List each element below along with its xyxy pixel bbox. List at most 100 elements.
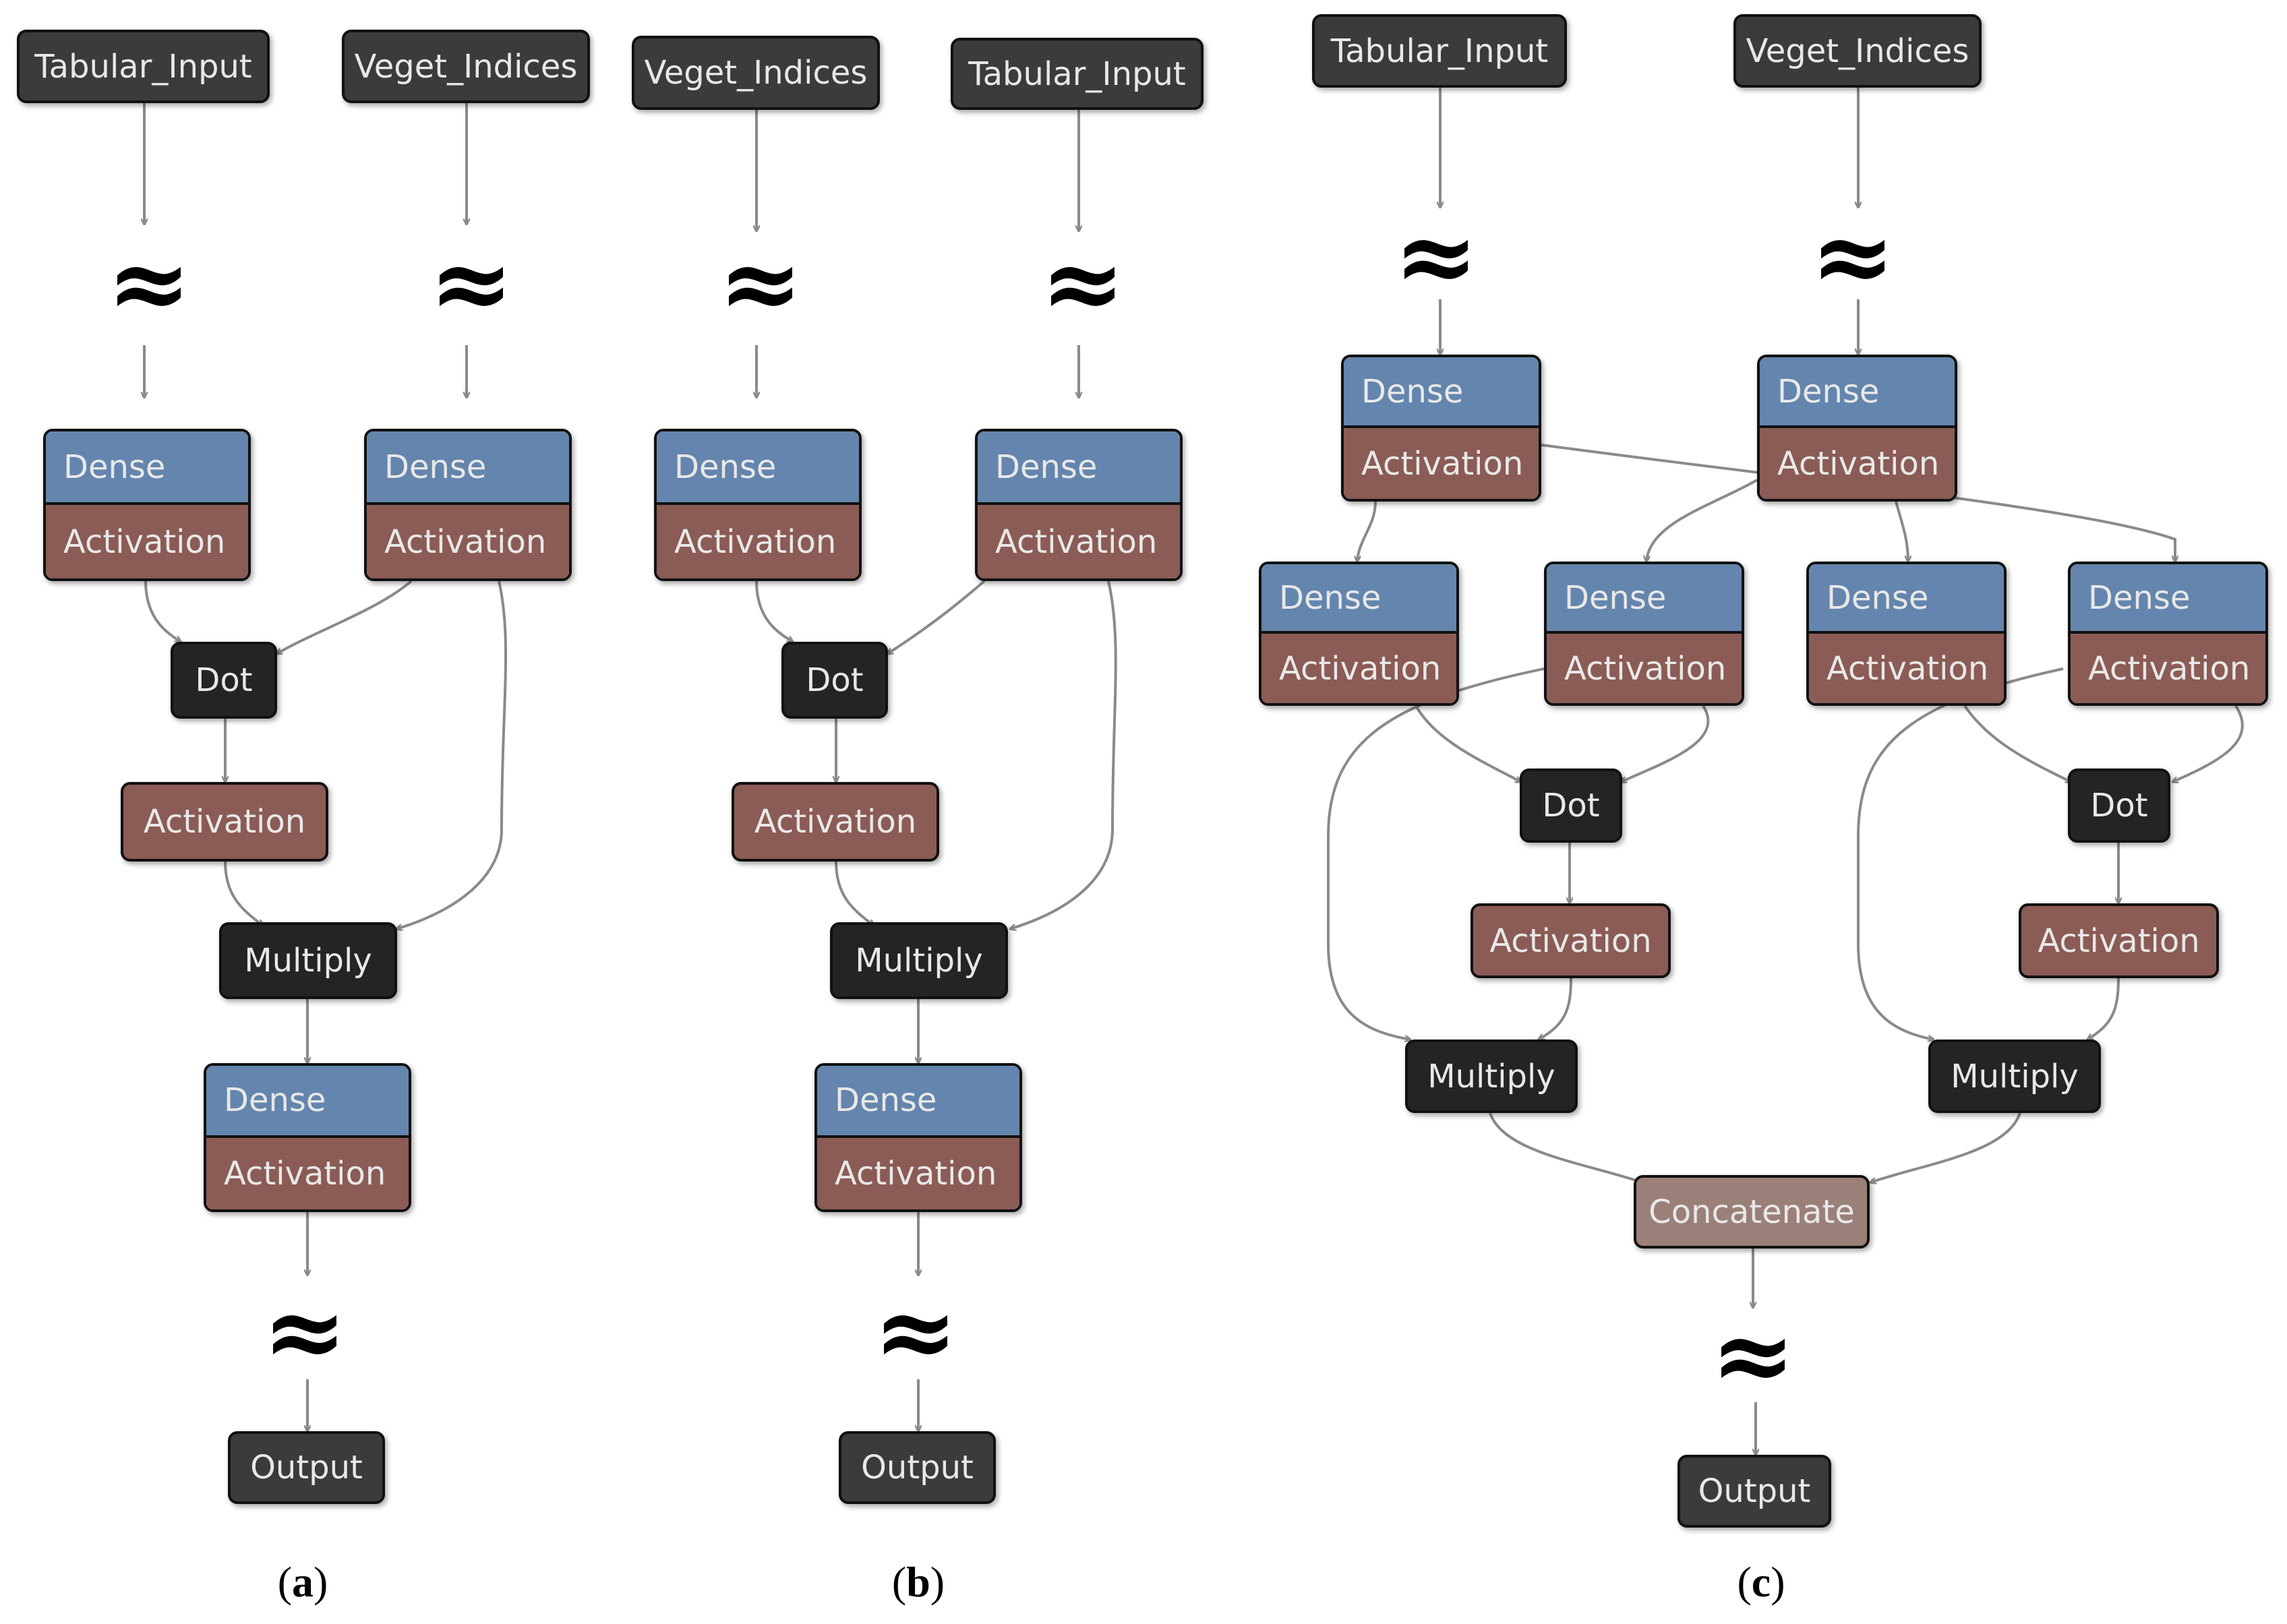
c-veget-indices-label: Veget_Indices (1746, 32, 1969, 70)
b-tabular-input-node: Tabular_Input (951, 38, 1204, 110)
c-concatenate-label: Concatenate (1649, 1193, 1855, 1231)
c-dense-layer-4: Dense Activation (1544, 562, 1744, 706)
c-dense-layer-2: Dense Activation (1757, 355, 1957, 502)
c-dense-label-2: Dense (1760, 357, 1955, 428)
a-dot-label: Dot (195, 661, 253, 699)
c-skip-symbol-2: ≈ (1810, 197, 1895, 315)
c-veget-indices-node: Veget_Indices (1733, 14, 1982, 88)
a-multiply-label: Multiply (244, 942, 372, 980)
c-dense-layer-1: Dense Activation (1341, 355, 1541, 502)
c-activation-label-6: Activation (2071, 634, 2265, 703)
b-veget-indices-node: Veget_Indices (632, 36, 880, 110)
edge-c-act2-dense5 (1895, 501, 1908, 562)
b-activation-node: Activation (732, 782, 939, 862)
a-activation-label-1: Activation (46, 505, 248, 578)
c-activation-node-2: Activation (2019, 903, 2219, 978)
edge-a-act-mul (224, 861, 263, 926)
b-output-label: Output (861, 1449, 974, 1486)
b-multiply-label: Multiply (855, 942, 983, 980)
a-dense-layer-3: Dense Activation (204, 1063, 411, 1212)
a-activation-label-2: Activation (367, 505, 569, 578)
c-activation-label-3: Activation (1261, 634, 1456, 703)
a-dense-layer-1: Dense Activation (43, 429, 251, 581)
a-tabular-input-label: Tabular_Input (34, 47, 252, 86)
a-activation-node-label: Activation (143, 803, 306, 841)
edge-a-act2-mul (396, 580, 508, 929)
a-skip-symbol-2: ≈ (429, 224, 514, 342)
edge-a-act1-dot (144, 580, 181, 642)
a-dot-node: Dot (171, 642, 277, 719)
b-skip-symbol-1: ≈ (718, 224, 803, 342)
edge-b-act-mul (835, 861, 874, 926)
edge-c-act-mul1 (1539, 978, 1572, 1040)
c-activation-label-1: Activation (1344, 428, 1539, 499)
c-dot-node-2: Dot (2068, 769, 2170, 843)
a-activation-label-3: Activation (206, 1137, 409, 1209)
a-skip-symbol-1: ≈ (107, 224, 191, 342)
b-dense-label-2: Dense (978, 431, 1180, 505)
c-activation-node-1: Activation (1471, 903, 1671, 978)
edge-b-act1-dot (755, 580, 793, 642)
c-output-label: Output (1698, 1472, 1811, 1510)
c-dense-label-4: Dense (1547, 564, 1742, 634)
edge-c-act3-dot1 (1415, 705, 1521, 782)
c-tabular-input-node: Tabular_Input (1312, 14, 1567, 88)
edge-c-act1-dense3 (1357, 501, 1377, 562)
c-multiply-node-1: Multiply (1405, 1040, 1578, 1113)
c-skip-symbol-1: ≈ (1394, 197, 1479, 315)
a-multiply-node: Multiply (219, 922, 397, 999)
b-dot-label: Dot (806, 661, 864, 699)
c-concatenate-node: Concatenate (1634, 1175, 1870, 1249)
c-dense-label-6: Dense (2071, 564, 2265, 634)
b-activation-label-3: Activation (817, 1137, 1019, 1209)
c-dense-layer-3: Dense Activation (1259, 562, 1459, 706)
c-dense-layer-5: Dense Activation (1806, 562, 2007, 706)
b-output-node: Output (839, 1431, 996, 1504)
caption-a: (a) (277, 1558, 328, 1606)
b-multiply-node: Multiply (830, 922, 1008, 999)
c-dot-node-1: Dot (1520, 769, 1622, 843)
a-veget-indices-node: Veget_Indices (342, 30, 590, 103)
c-activation-node-label-1: Activation (1489, 922, 1652, 960)
a-tabular-input-node: Tabular_Input (17, 30, 270, 103)
b-activation-label-2: Activation (978, 505, 1180, 578)
edge-a-act2-dot (276, 580, 413, 654)
c-multiply-label-2: Multiply (1951, 1057, 2079, 1095)
c-dot-label-1: Dot (1542, 787, 1600, 824)
a-dense-label-2: Dense (367, 431, 569, 505)
c-dense-label-3: Dense (1261, 564, 1456, 634)
edge-c-act2-dense4 (1646, 479, 1758, 562)
b-skip-symbol-3: ≈ (873, 1272, 958, 1391)
c-activation-label-2: Activation (1760, 428, 1955, 499)
edge-c-mul2-concat (1870, 1112, 2021, 1182)
b-veget-indices-label: Veget_Indices (644, 54, 868, 92)
edge-c-act4-mul1 (1327, 667, 1545, 1040)
c-tabular-input-label: Tabular_Input (1330, 32, 1549, 70)
c-dense-label-1: Dense (1344, 357, 1539, 428)
edge-c-act5-dot2 (1963, 704, 2071, 782)
a-dense-label-3: Dense (206, 1066, 409, 1138)
c-dense-label-5: Dense (1809, 564, 2004, 634)
caption-c: (c) (1737, 1558, 1785, 1606)
edge-c-act6-mul2 (1857, 667, 2064, 1040)
b-dense-label-3: Dense (817, 1066, 1019, 1138)
a-veget-indices-label: Veget_Indices (354, 47, 578, 86)
a-output-node: Output (228, 1431, 385, 1504)
a-skip-symbol-3: ≈ (262, 1272, 347, 1391)
b-dense-layer-3: Dense Activation (814, 1063, 1022, 1212)
b-activation-node-label: Activation (754, 803, 917, 841)
edge-c-act6-dot2 (2172, 704, 2244, 782)
b-dense-layer-2: Dense Activation (975, 429, 1183, 581)
c-dot-label-2: Dot (2090, 787, 2148, 824)
c-activation-node-label-2: Activation (2038, 922, 2200, 960)
c-dense-layer-6: Dense Activation (2068, 562, 2268, 706)
b-skip-symbol-2: ≈ (1040, 224, 1125, 342)
a-output-label: Output (250, 1449, 363, 1486)
b-dense-layer-1: Dense Activation (654, 429, 862, 581)
c-multiply-label-1: Multiply (1427, 1057, 1555, 1095)
a-dense-label-1: Dense (46, 431, 248, 505)
b-tabular-input-label: Tabular_Input (968, 55, 1186, 93)
edge-b-act2-dot (887, 580, 986, 654)
